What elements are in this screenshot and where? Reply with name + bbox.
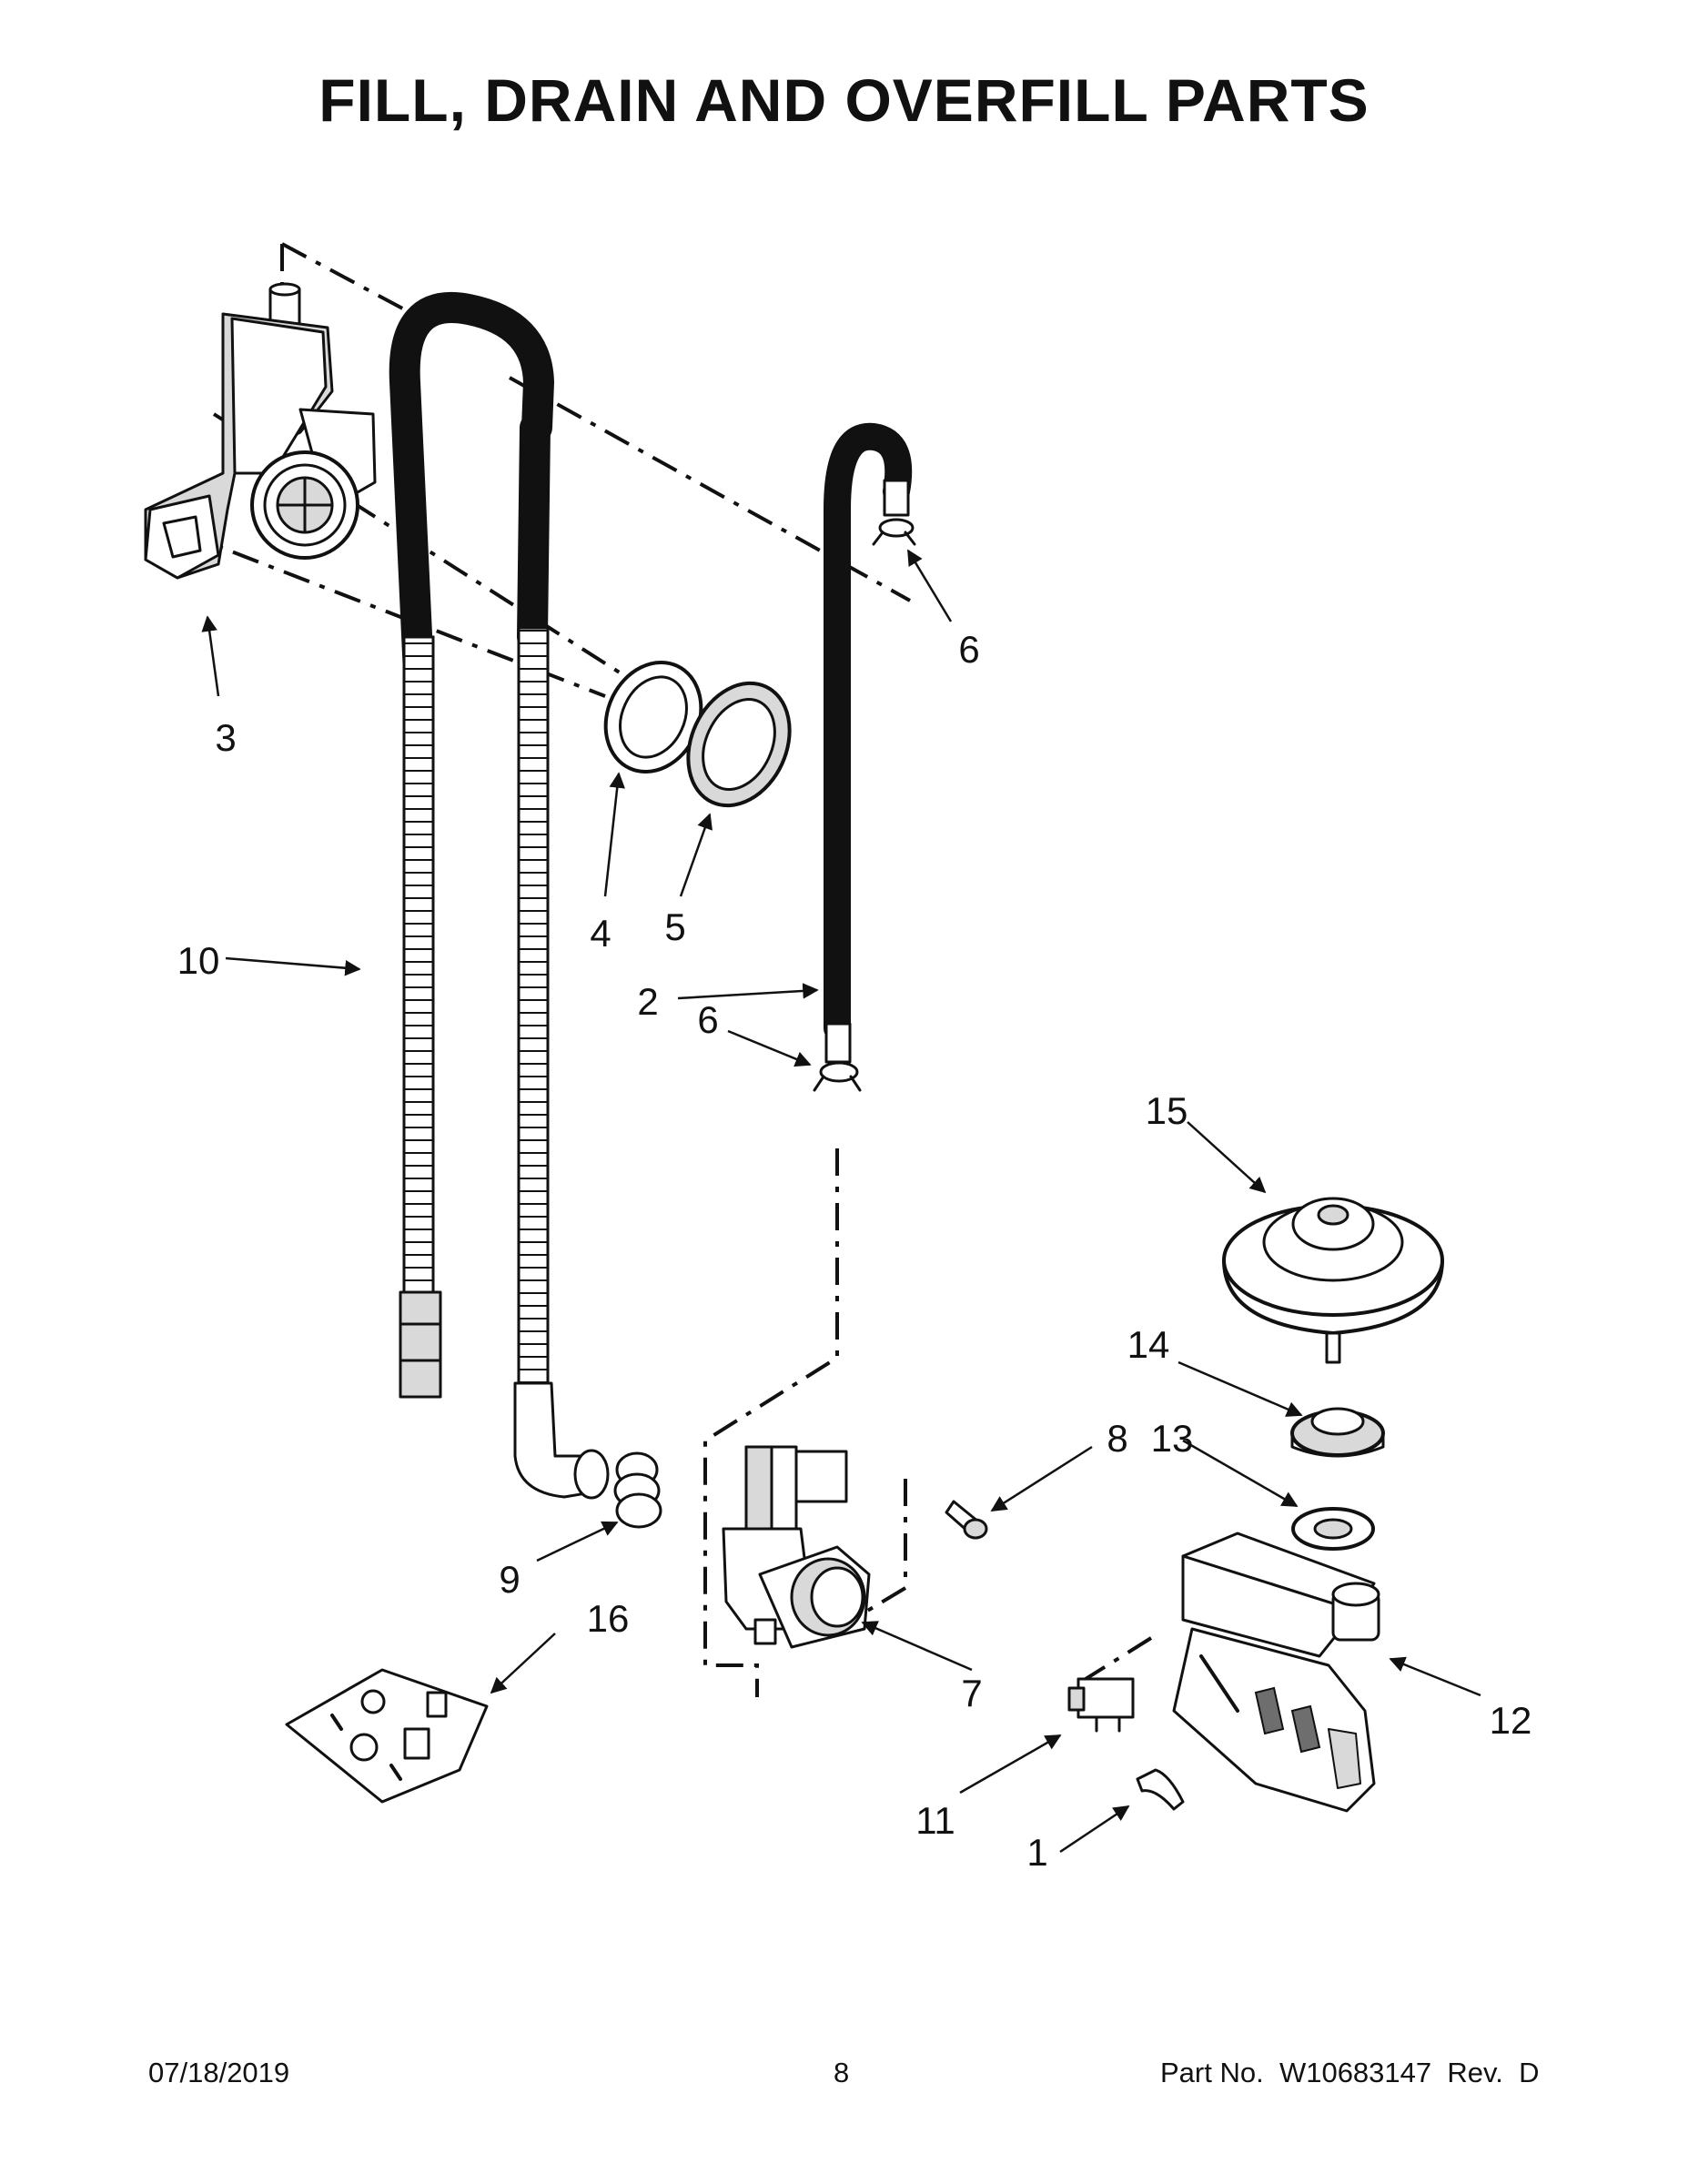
callout-16: 16 [587,1597,630,1640]
callout-13: 13 [1151,1417,1194,1460]
part-7-inlet-valve [722,1445,871,1649]
part-3-sump-bracket [144,282,377,580]
callout-11: 11 [915,1799,955,1842]
callout-1: 1 [1026,1831,1047,1874]
callout-10: 10 [177,939,220,982]
callout-7: 7 [961,1672,982,1714]
part-no-label: Part No. [1160,2057,1264,2088]
part-4-gasket [603,660,703,774]
callout-8: 8 [1107,1417,1127,1460]
leader-arrows [201,549,1481,1854]
rev-value: D [1519,2057,1540,2088]
part-13-washer [1291,1507,1375,1551]
callout-6-lower: 6 [697,998,718,1041]
callout-6-upper: 6 [958,628,979,671]
callout-4: 4 [590,912,611,955]
callout-15: 15 [1146,1089,1188,1132]
page-title: FILL, DRAIN AND OVERFILL PARTS [318,66,1370,134]
callout-labels: 1 2 3 4 5 6 6 7 8 9 10 11 12 13 14 15 16 [177,628,1532,1874]
callout-3: 3 [215,716,236,759]
callout-9: 9 [499,1558,520,1601]
part-14-nut [1290,1407,1385,1458]
part-12-float-bracket [1172,1532,1380,1813]
callout-5: 5 [664,905,685,948]
part-6-clamp-lower [813,1061,862,1092]
part-6-clamp-upper [872,518,916,546]
footer-part-number: Part No. W10683147 Rev. D [1160,2057,1539,2089]
footer-date: 07/18/2019 [148,2057,290,2088]
part-8-screw [945,1500,988,1540]
part-10-drain-hose [389,291,610,1500]
part-15-float [1222,1197,1444,1364]
footer-page-number: 8 [834,2057,850,2088]
callout-12: 12 [1490,1699,1532,1742]
callout-14: 14 [1127,1323,1170,1366]
rev-label: Rev. [1447,2057,1503,2088]
part-5-nut [686,681,792,808]
part-2-fill-hose [824,422,913,1064]
callout-2: 2 [637,980,658,1023]
part-no-value: W10683147 [1279,2057,1432,2088]
part-11-float-switch [1067,1677,1135,1733]
part-1-lever [1136,1768,1185,1811]
part-9-spring-clamp [613,1451,662,1529]
part-16-hardware-packet [285,1668,489,1804]
